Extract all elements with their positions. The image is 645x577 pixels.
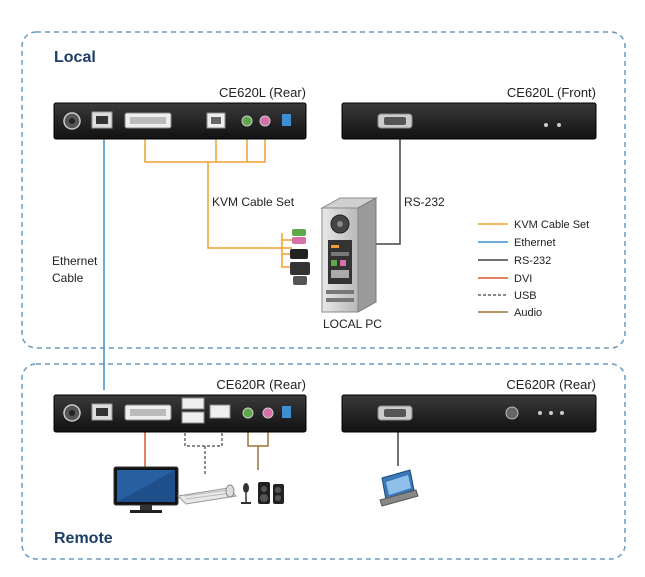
microphone-icon — [241, 483, 251, 504]
legend-item-rs232: RS-232 — [478, 255, 551, 267]
ce620r-front-unit — [341, 394, 597, 433]
local-pc-label: LOCAL PC — [323, 317, 382, 331]
ethernet-label-line1: Ethernet — [52, 254, 98, 268]
legend-item-dvi: DVI — [478, 273, 532, 285]
local-pc-tower — [320, 197, 378, 313]
ce620l-front-unit — [341, 102, 597, 140]
ce620r-rear-unit — [53, 394, 307, 433]
audio-cable-lines — [247, 428, 269, 470]
legend-label: DVI — [514, 273, 532, 285]
legend-label: RS-232 — [514, 255, 551, 267]
local-rear-title: CE620L (Rear) — [219, 85, 306, 100]
kvm-cable-plugs — [290, 229, 310, 285]
remote-zone-label: Remote — [54, 530, 113, 547]
legend-label: Ethernet — [514, 237, 556, 249]
local-front-title: CE620L (Front) — [507, 85, 596, 100]
keyboard-icon — [176, 487, 238, 505]
kvm-cable-set-label: KVM Cable Set — [212, 195, 295, 209]
legend-item-kvm: KVM Cable Set — [478, 219, 589, 231]
usb-cable-lines — [184, 428, 223, 476]
local-zone-frame — [21, 31, 626, 349]
monitor-icon — [113, 466, 179, 513]
legend-item-audio: Audio — [478, 307, 542, 319]
kvm-cable-set-lines — [144, 136, 292, 268]
mouse-icon — [225, 484, 235, 498]
legend-item-ethernet: Ethernet — [478, 237, 556, 249]
legend-label: Audio — [514, 307, 542, 319]
local-zone-label: Local — [54, 49, 96, 66]
legend-item-usb: USB — [478, 290, 537, 302]
ce620l-rear-unit — [53, 102, 307, 140]
remote-zone-frame — [21, 363, 626, 560]
rs232-cable — [370, 136, 401, 245]
remote-rear-title: CE620R (Rear) — [216, 377, 306, 392]
rs232-label: RS-232 — [404, 195, 445, 209]
legend-label: USB — [514, 290, 537, 302]
speakers-icon — [258, 482, 284, 504]
legend: KVM Cable Set Ethernet RS-232 DVI USB Au… — [478, 219, 589, 319]
remote-front-title: CE620R (Rear) — [506, 377, 596, 392]
serial-terminal-icon — [379, 469, 419, 507]
legend-label: KVM Cable Set — [514, 219, 589, 231]
ethernet-label-line2: Cable — [52, 271, 84, 285]
